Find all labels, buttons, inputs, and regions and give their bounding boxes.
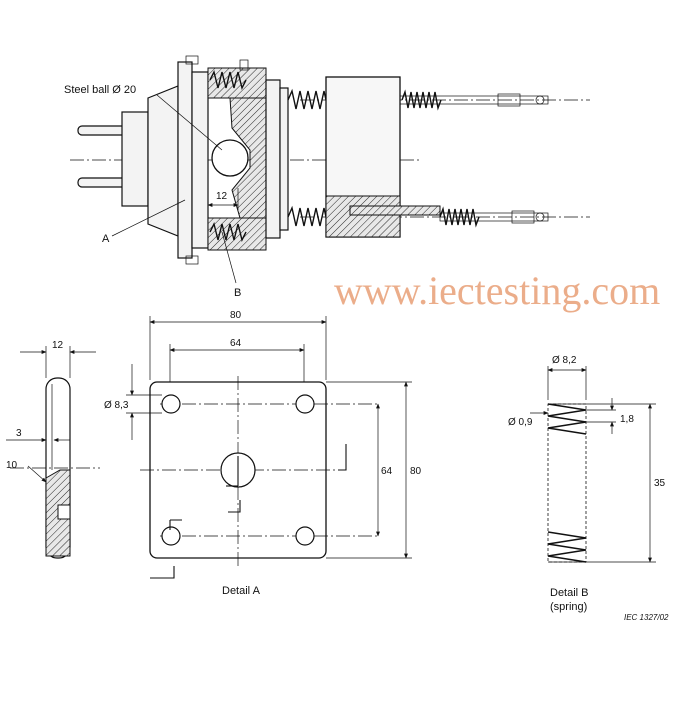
lower-rod-section <box>349 205 441 216</box>
detail-b: Ø 8,2 Ø 0,9 1,8 35 Detail B (spring) <box>508 355 666 613</box>
clamp-screw-top <box>239 59 249 71</box>
side-10-label: 10 <box>6 460 18 471</box>
detail-a-caption: Detail A <box>222 585 261 597</box>
plug-pins <box>77 125 129 188</box>
plate-height-label: 80 <box>410 466 422 477</box>
lower-rod-nut <box>535 212 545 222</box>
weight-block-section <box>325 195 401 238</box>
detail-b-subcaption: (spring) <box>550 601 587 613</box>
steel-ball-label: Steel ball Ø 20 <box>64 84 136 96</box>
plug-pin-upper <box>77 125 129 136</box>
spring-coils-top <box>547 403 587 435</box>
plate-width-label: 80 <box>230 310 242 321</box>
wire-dia-label: Ø 0,9 <box>508 417 533 428</box>
lower-rod-spring <box>439 206 480 228</box>
plug-body <box>121 111 149 207</box>
steel-ball-leader <box>156 94 223 151</box>
spring-coils-bottom <box>547 531 587 563</box>
upper-rod-collar <box>497 93 521 107</box>
steel-ball <box>211 139 249 177</box>
part-a-label: A <box>102 233 110 245</box>
section-mark-left <box>169 519 182 530</box>
side-width-label: 12 <box>52 340 64 351</box>
side-10-leader <box>27 465 47 483</box>
housing-screw-bottom <box>185 255 199 265</box>
part-a-leader <box>111 199 186 237</box>
housing-inner-block <box>191 71 209 249</box>
spring-od-label: Ø 8,2 <box>552 355 577 366</box>
section-mark-right <box>338 444 347 471</box>
mounting-hole-top-left <box>161 394 181 414</box>
housing-left-wall <box>177 61 193 259</box>
hole-h-label: 64 <box>230 338 242 349</box>
mounting-hole-bottom-right <box>295 526 315 546</box>
end-plate <box>265 79 281 239</box>
side-view: 12 3 10 <box>6 340 100 559</box>
upper-rod-spring <box>401 89 442 111</box>
hole-dia-label: Ø 8,3 <box>104 400 129 411</box>
housing-screw-top <box>185 55 199 65</box>
part-b-label: B <box>234 287 241 299</box>
section-mark-bottom <box>150 566 175 579</box>
side-plate-recess <box>57 504 71 520</box>
length-label: 35 <box>654 478 666 489</box>
plug-pin-lower <box>77 177 129 188</box>
watermark-text: www.iectesting.com <box>334 268 660 313</box>
lower-clamp-block <box>207 217 267 251</box>
detail-b-caption: Detail B <box>550 587 589 599</box>
mounting-hole-top-right <box>295 394 315 414</box>
figure-reference: IEC 1327/02 <box>624 613 669 622</box>
side-3-label: 3 <box>16 428 22 439</box>
section-mark-center <box>228 500 241 513</box>
hole-v-label: 64 <box>381 466 393 477</box>
plug-flange <box>147 85 179 237</box>
housing-spring-lower <box>209 221 247 243</box>
upper-rod-nut <box>535 95 545 105</box>
part-b-leader <box>221 231 237 284</box>
lower-rod-collar <box>511 210 535 224</box>
pitch-label: 1,8 <box>620 414 634 425</box>
housing-spring-upper <box>209 69 247 91</box>
end-plate-rim <box>279 87 289 231</box>
assembly-view: 12 Steel ball Ø 20 A B <box>64 55 590 299</box>
mounting-hole-bottom-left <box>161 526 181 546</box>
gap-dimension-label: 12 <box>216 191 228 202</box>
upper-rod <box>399 95 549 105</box>
detail-a: 80 64 Ø 8,3 64 <box>104 310 422 597</box>
